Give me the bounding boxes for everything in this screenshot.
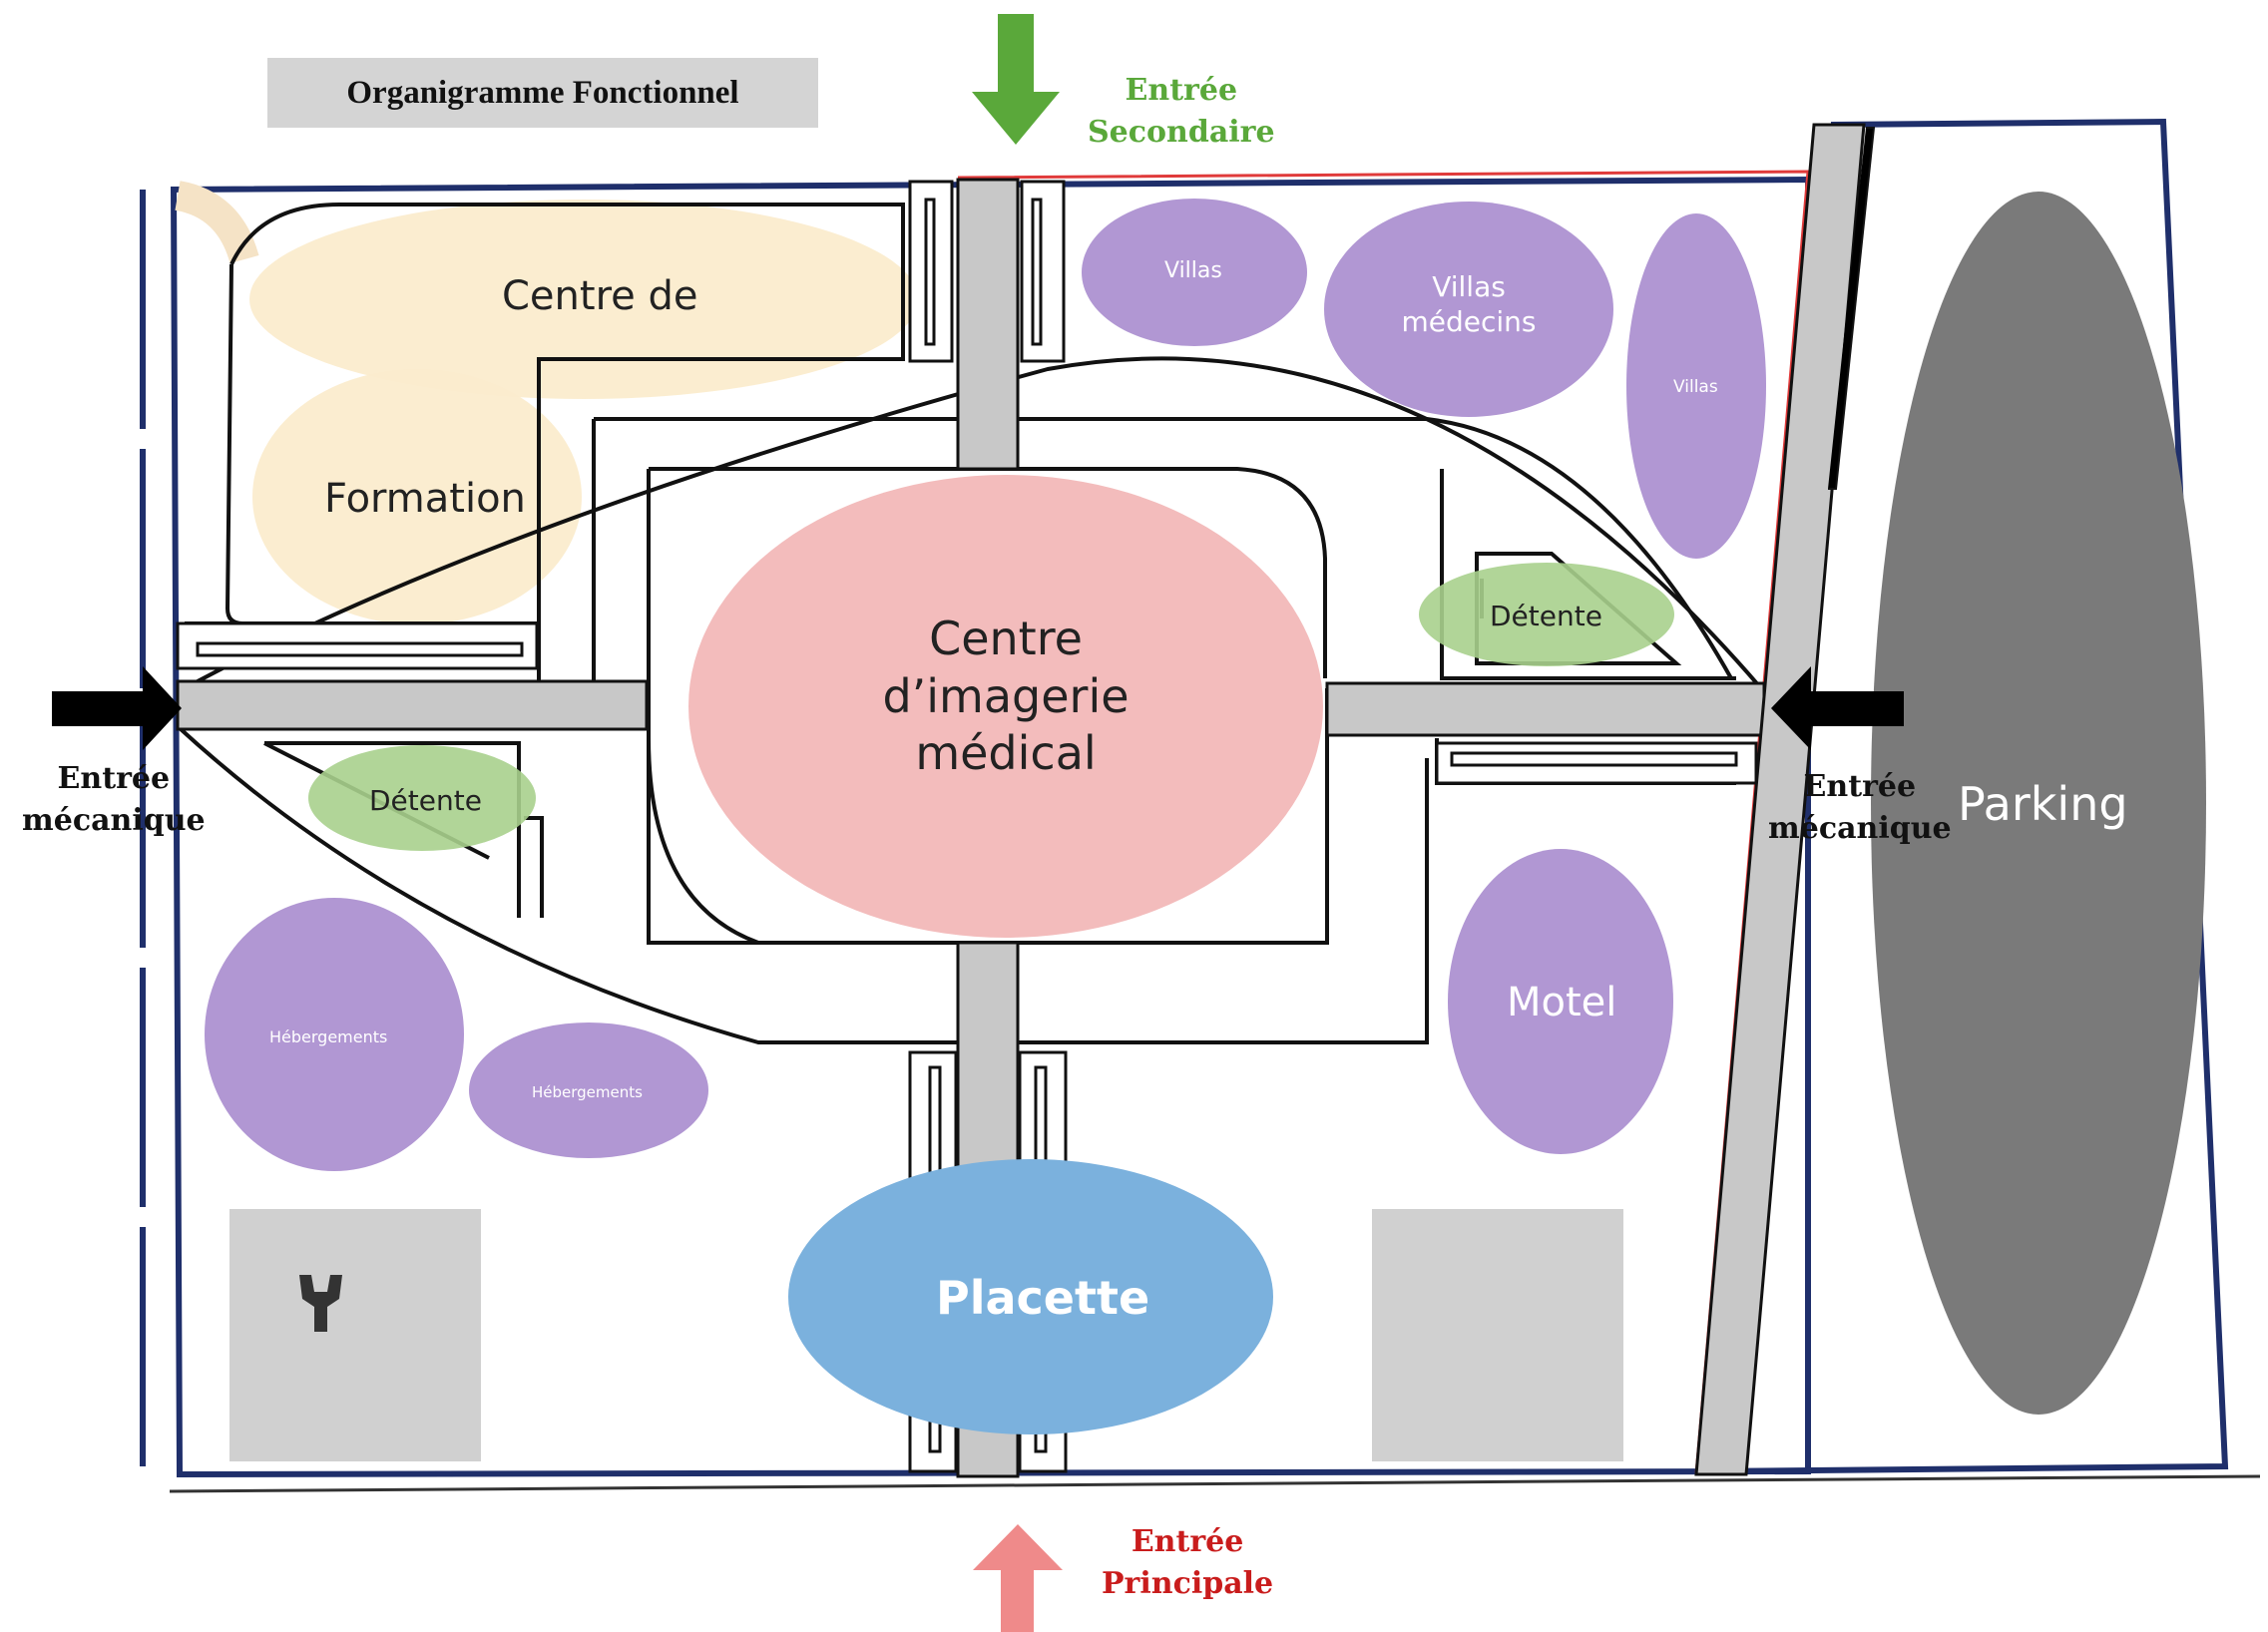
entrance-type: Secondaire [1088,115,1275,150]
entrance-word: Entrée [1125,73,1238,108]
villas-doctors-zone [1324,202,1613,417]
villas-label-2: Villas [1673,377,1718,397]
villas-label-1: Villas [1164,258,1222,283]
relax-left-label: Détente [369,784,482,817]
entrance-type: mécanique [22,803,206,838]
villas-doctors-line-2: médecins [1401,305,1537,338]
secondary-entrance-label: Entrée Secondaire [1088,70,1275,154]
plaza-zone [788,1159,1273,1434]
wrench-icon [299,1275,342,1332]
mech-entrance-right-arrow [1771,666,1904,750]
parking-zone [1871,192,2206,1415]
training-label-2: Formation [324,476,526,522]
training-label-1: Centre de [502,273,698,319]
lodging-label-1: Hébergements [269,1027,388,1046]
diagram-title: Organigramme Fonctionnel [267,58,818,128]
relax-zone-left [308,745,536,851]
entrance-word: Entrée [57,761,171,796]
entrance-type: mécanique [1768,811,1952,846]
mech-entrance-right-label: Entrée mécanique [1768,766,1952,850]
imaging-center-zone [688,475,1323,938]
lodging-zone-1 [205,898,464,1171]
relax-right-label: Détente [1490,600,1602,632]
entrance-type: Principale [1102,1566,1274,1601]
villas-doctors-line-1: Villas [1432,270,1506,303]
entrance-word: Entrée [1131,1524,1244,1559]
lodging-label-2: Hébergements [532,1083,643,1101]
motel-zone [1448,849,1673,1154]
parking-stalls [1828,127,1876,490]
main-entrance-arrow [973,1524,1063,1632]
plaza-label: Placette [936,1271,1150,1325]
service-block [1372,1209,1623,1461]
main-entrance-label: Entrée Principale [1102,1521,1273,1605]
villas-zone-1 [1082,199,1307,346]
parking-label: Parking [1958,777,2128,831]
lodging-zone-2 [469,1022,708,1158]
entrance-word: Entrée [1803,769,1917,804]
relax-zone-right [1419,563,1674,666]
maintenance-block [229,1209,481,1461]
motel-label: Motel [1507,980,1617,1025]
imaging-line-1: Centre [929,612,1083,665]
mech-entrance-left-label: Entrée mécanique [22,758,206,842]
villas-zone-2 [1626,213,1766,559]
imaging-center-label: Centre d’imagerie médical [856,611,1155,783]
mech-entrance-left-arrow [52,666,182,750]
imaging-line-2: d’imagerie [882,668,1130,723]
villas-doctors-label: Villas médecins [1389,269,1549,339]
secondary-entrance-arrow [972,14,1060,145]
training-zone [174,181,918,624]
imaging-line-3: médical [915,726,1097,780]
